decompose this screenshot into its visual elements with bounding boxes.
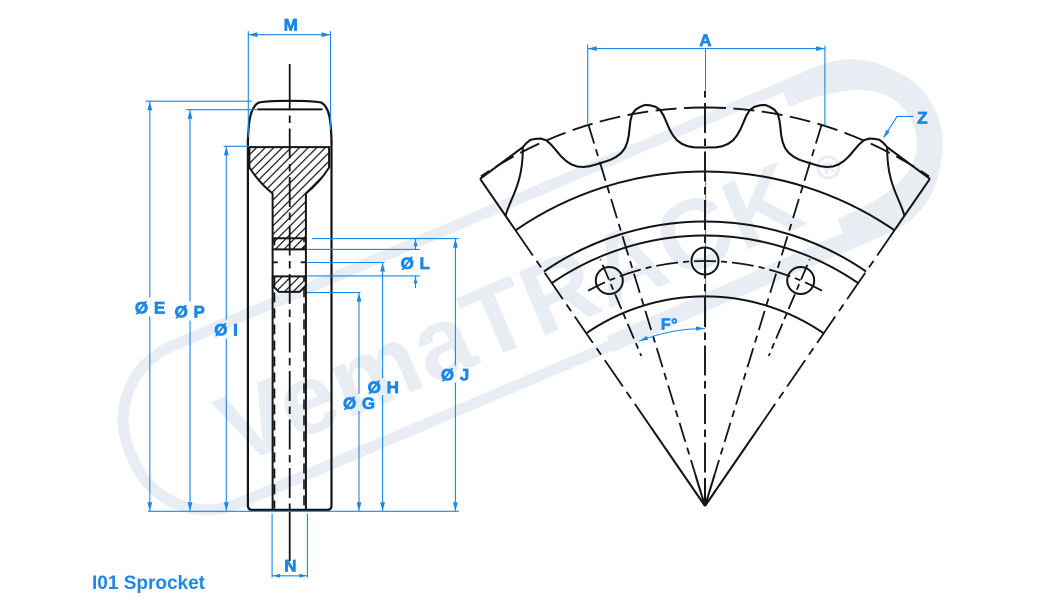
svg-text:Z: Z [917, 109, 928, 128]
svg-text:Ø L: Ø L [401, 254, 431, 273]
svg-text:Ø I: Ø I [214, 320, 238, 339]
svg-text:N: N [284, 556, 297, 575]
svg-text:Ø H: Ø H [368, 378, 400, 397]
svg-text:Ø G: Ø G [343, 394, 376, 413]
svg-text:Ø J: Ø J [441, 366, 470, 385]
svg-text:Ø E: Ø E [135, 298, 166, 317]
svg-text:F°: F° [661, 317, 678, 334]
svg-text:A: A [699, 31, 712, 50]
svg-text:M: M [284, 16, 299, 35]
svg-text:I01 Sprocket: I01 Sprocket [92, 573, 206, 594]
svg-text:Ø P: Ø P [175, 303, 206, 322]
